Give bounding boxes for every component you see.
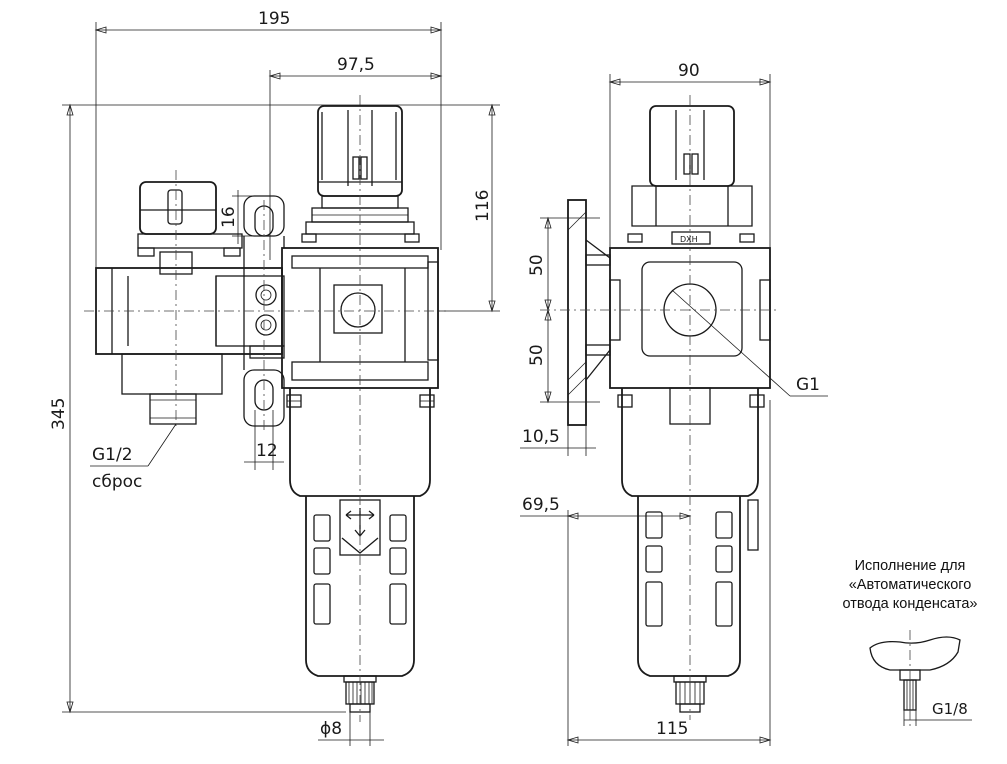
dim-115: 115 <box>656 719 688 739</box>
side-view: DXH <box>540 95 780 720</box>
note-line-3: отвода конденсата» <box>843 596 978 612</box>
note-line-2: «Автоматического <box>849 577 972 593</box>
auto-drain-detail: Исполнение для «Автоматического отвода к… <box>843 558 978 730</box>
dim-50-top: 50 <box>527 254 547 276</box>
dim-69-5: 69,5 <box>522 495 560 515</box>
dim-16: 16 <box>219 206 239 228</box>
dim-116: 116 <box>473 190 493 222</box>
dim-97-5: 97,5 <box>337 55 375 75</box>
dim-50-bottom: 50 <box>527 344 547 366</box>
dim-dia-8: ϕ8 <box>320 719 342 739</box>
thread-g1-8: G1/8 <box>932 700 968 718</box>
thread-g1-2: G1/2 <box>92 445 133 465</box>
nut-label: DXH <box>680 235 698 244</box>
side-dimensions: 90 50 50 G1 10,5 69,5 115 <box>520 61 828 746</box>
note-line-1: Исполнение для <box>855 558 966 574</box>
front-dimensions: 195 97,5 116 345 16 12 G1/2 сброс <box>49 9 500 746</box>
front-view <box>84 95 446 722</box>
dim-345: 345 <box>49 398 69 430</box>
dim-12: 12 <box>256 441 278 461</box>
dim-90: 90 <box>678 61 700 81</box>
label-sbros: сброс <box>92 472 142 492</box>
port-g1: G1 <box>796 375 820 395</box>
dim-10-5: 10,5 <box>522 427 560 447</box>
dim-195: 195 <box>258 9 290 29</box>
